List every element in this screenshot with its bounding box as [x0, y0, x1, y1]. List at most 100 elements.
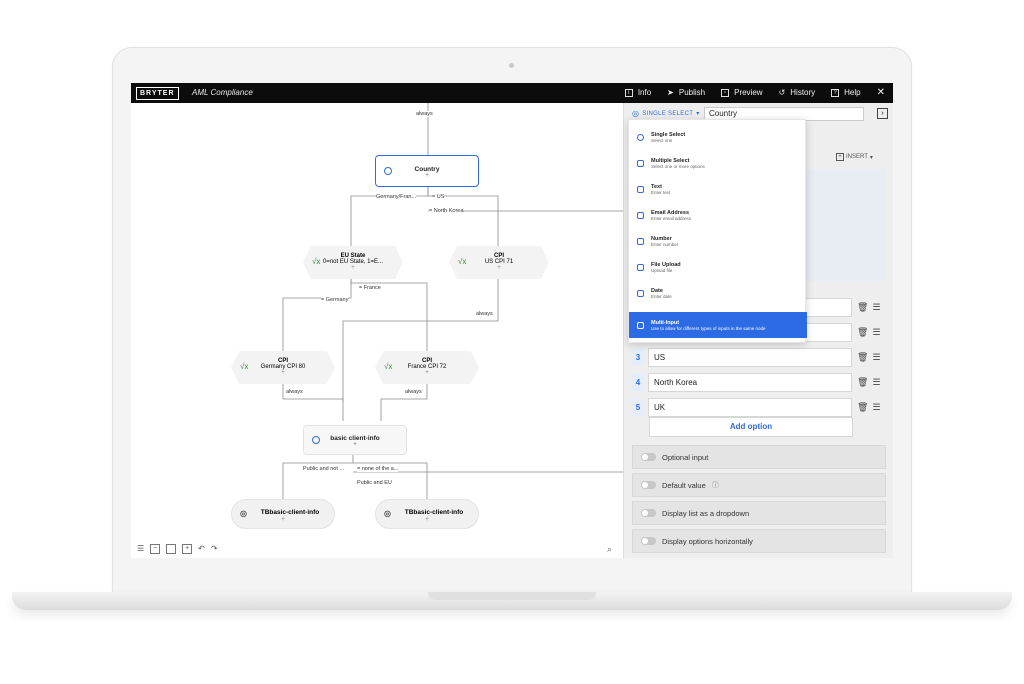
node-cpi-germany[interactable]: √x CPI Germany CPI 80 + [231, 351, 335, 384]
option-field[interactable]: UK [648, 398, 852, 417]
node-country-title: Country [414, 166, 440, 173]
history-button[interactable]: ↺ History [779, 87, 816, 98]
camera-dot [509, 63, 514, 68]
collapse-panel-button[interactable]: › [877, 108, 888, 119]
add-node-icon[interactable]: + [424, 172, 430, 179]
history-label: History [790, 88, 816, 97]
laptop-base [12, 592, 1012, 610]
toggle-switch[interactable] [641, 453, 656, 461]
publish-button[interactable]: ➤ Publish [667, 87, 705, 98]
help-icon: ? [831, 88, 840, 97]
menu-item-label: Number [651, 235, 672, 242]
email-icon [637, 211, 644, 219]
insert-button[interactable]: + INSERT ▾ [836, 153, 873, 161]
fit-view-icon[interactable] [166, 544, 177, 554]
node-tb-client-info-1[interactable]: ◎ TBbasic-client-info + [231, 499, 335, 529]
node-cpi-us[interactable]: √x CPI US CPI 71 + [449, 246, 549, 279]
redo-icon[interactable]: ↷ [210, 544, 218, 553]
toggle-switch[interactable] [641, 509, 656, 517]
menu-item-label: Single Select [651, 131, 686, 138]
option-field[interactable]: US [648, 348, 852, 367]
list-view-icon[interactable]: ☰ [137, 544, 145, 553]
option-row-4: 4 North Korea 🗑 ☰ [632, 373, 881, 392]
add-node-icon[interactable]: + [425, 370, 429, 376]
toggle-switch[interactable] [641, 537, 656, 545]
toggle-dropdown[interactable]: Display list as a dropdown [632, 501, 886, 525]
toggle-switch[interactable] [641, 481, 656, 489]
target-icon: ◎ [240, 509, 247, 518]
node-country[interactable]: Country + [375, 155, 479, 187]
trash-icon[interactable]: 🗑 [857, 377, 869, 387]
drag-handle-icon[interactable]: ☰ [872, 302, 881, 312]
toggle-optional-input[interactable]: Optional input [632, 445, 886, 469]
add-node-icon[interactable]: + [351, 265, 355, 271]
drag-handle-icon[interactable]: ☰ [872, 352, 881, 362]
menu-item-desc: Enter email address [651, 215, 692, 221]
node-tb1-title: TBbasic-client-info [260, 509, 320, 516]
add-option-button[interactable]: Add option [649, 417, 853, 437]
node-eu-state-sub: 0=not EU State, 1=E... [322, 259, 384, 265]
menu-item-label: Multi-Input [651, 319, 680, 326]
edge-label-none-of: = none of the a... [357, 466, 399, 472]
node-tb-client-info-2[interactable]: ◎ TBbasic-client-info + [375, 499, 479, 529]
option-number: 4 [632, 374, 644, 391]
node-cpi-france[interactable]: √x CPI France CPI 72 + [375, 351, 479, 384]
node-cpi-france-sub: France CPI 72 [407, 364, 447, 370]
drag-handle-icon[interactable]: ☰ [872, 402, 881, 412]
info-button[interactable]: i Info [624, 87, 652, 98]
preview-button[interactable]: ▫ Preview [721, 87, 763, 98]
node-eu-state-title: EU State [340, 253, 366, 259]
number-icon [637, 237, 644, 245]
option-field[interactable]: North Korea [648, 373, 852, 392]
calculation-icon: √x [312, 257, 321, 266]
edge-label-us: = US [432, 194, 445, 200]
undo-icon[interactable]: ↶ [198, 544, 205, 553]
add-node-icon[interactable]: + [497, 265, 501, 271]
node-basic-client-title: basic client-info [330, 435, 380, 442]
upload-icon [637, 263, 644, 271]
close-button[interactable]: ✕ [877, 87, 885, 98]
toggle-horizontal[interactable]: Display options horizontally [632, 529, 886, 553]
edge-label-always-left: always [286, 389, 303, 395]
trash-icon[interactable]: 🗑 [857, 302, 869, 312]
menu-item-desc: Select one [651, 137, 673, 143]
node-cpi-france-title: CPI [421, 358, 432, 364]
node-basic-client-info[interactable]: basic client-info + [303, 425, 407, 455]
info-icon[interactable]: ⓘ [711, 482, 719, 489]
trash-icon[interactable]: 🗑 [857, 327, 869, 337]
add-node-icon[interactable]: + [281, 370, 285, 376]
single-select-icon [384, 167, 392, 175]
node-type-select[interactable]: ◎ SINGLE SELECT ▾ [632, 109, 700, 118]
search-icon[interactable]: ⌕ [607, 544, 613, 554]
toggle-default-value[interactable]: Default value ⓘ [632, 473, 886, 497]
add-node-icon[interactable]: + [352, 441, 358, 448]
trash-icon[interactable]: 🗑 [857, 352, 869, 362]
info-label: Info [637, 88, 652, 97]
top-actions: i Info ➤ Publish ▫ Preview ↺ History ? H… [624, 87, 885, 98]
zoom-out-icon[interactable]: − [150, 544, 161, 554]
zoom-in-icon[interactable]: + [182, 544, 193, 554]
node-eu-state[interactable]: √x EU State 0=not EU State, 1=E... + [303, 246, 403, 279]
edge-label-north-korea: = North Korea [429, 208, 464, 214]
text-icon [637, 185, 644, 193]
trash-icon[interactable]: 🗑 [857, 402, 869, 412]
edges-svg [282, 103, 623, 499]
app-screen: BRYTER AML Compliance i Info ➤ Publish ▫… [131, 83, 893, 558]
menu-item-desc: Enter text [651, 189, 671, 195]
menu-item-label: Date [651, 287, 663, 294]
add-node-icon[interactable]: + [281, 516, 285, 523]
add-node-icon[interactable]: + [425, 516, 429, 523]
drag-handle-icon[interactable]: ☰ [872, 377, 881, 387]
drag-handle-icon[interactable]: ☰ [872, 327, 881, 337]
help-button[interactable]: ? Help [831, 87, 861, 98]
flow-canvas[interactable]: always Country + Germany/Fran... = US = … [131, 103, 623, 558]
